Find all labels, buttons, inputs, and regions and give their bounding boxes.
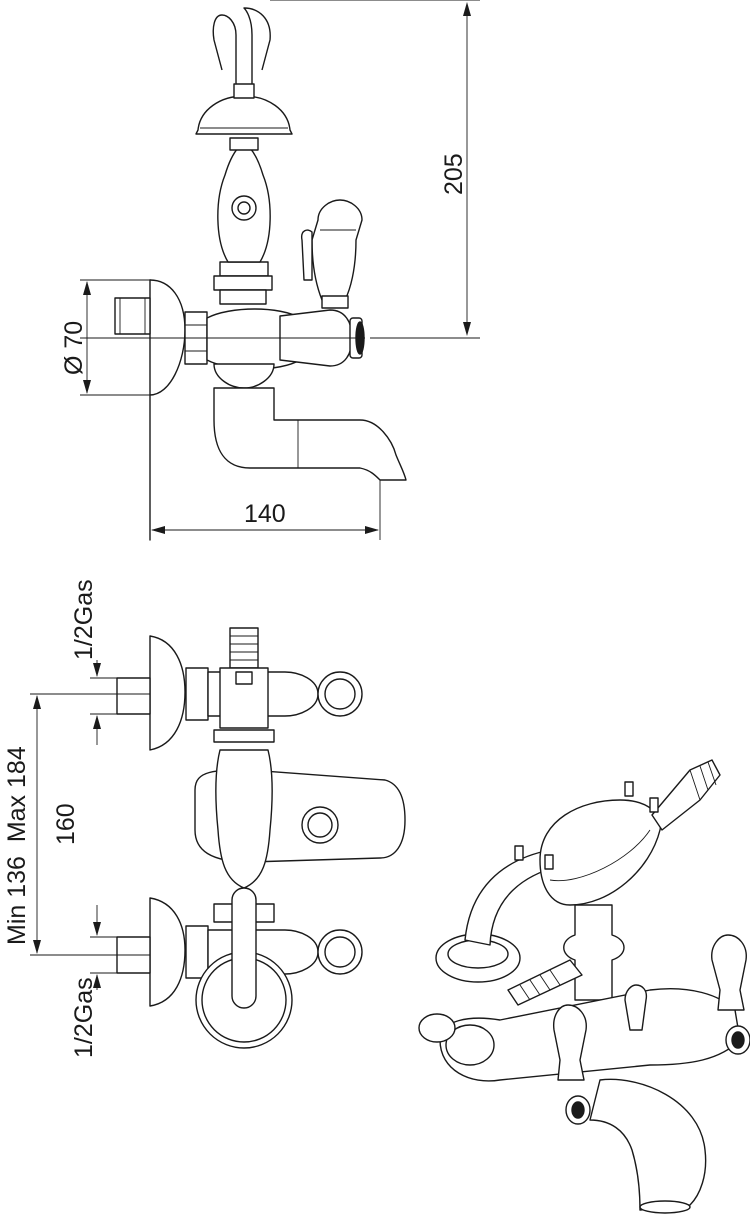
dimension-205: 205 (440, 153, 468, 195)
side-view (80, 0, 480, 541)
dimension-160: 160 (52, 803, 80, 845)
front-view (30, 627, 406, 1049)
dimension-diameter-70: Ø 70 (60, 321, 88, 375)
dimension-thread-lower: 1/2Gas (70, 977, 98, 1058)
dimension-thread-upper: 1/2Gas (70, 579, 98, 660)
dimension-min-max: Min 136 Max 184 (3, 746, 31, 945)
dimension-140: 140 (244, 500, 286, 528)
perspective-view (418, 759, 750, 1214)
